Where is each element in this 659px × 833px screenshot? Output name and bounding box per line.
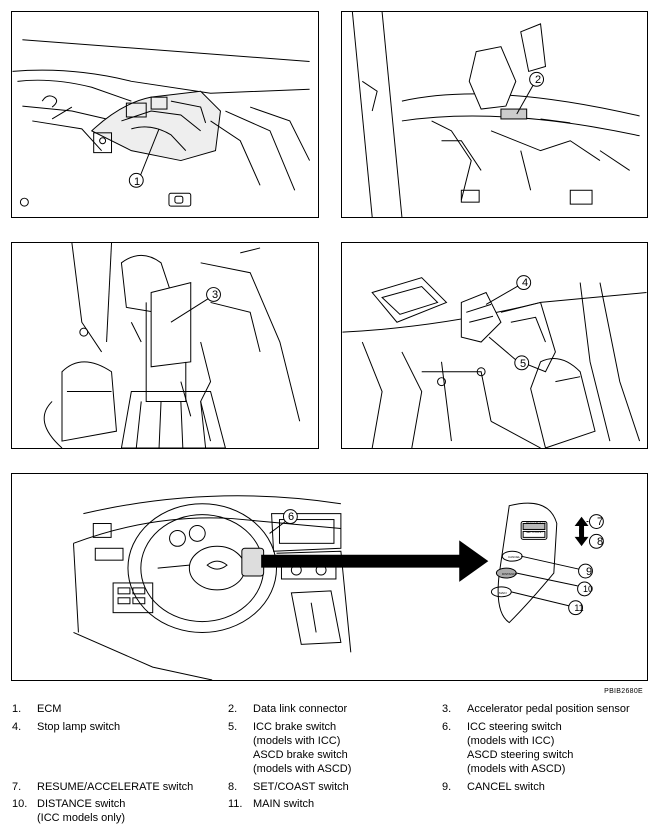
switch-label-cancel: CANCEL — [508, 555, 521, 559]
callout-6: 6 — [287, 511, 295, 523]
legend-item: 7.RESUME/ACCELERATE switch — [12, 781, 194, 793]
callout-7: 7 — [596, 516, 604, 528]
switch-label-main: MAIN — [499, 591, 507, 595]
switch-label-resume: RESUME/ACC — [526, 521, 547, 525]
panel-ecm: 1 — [11, 11, 319, 218]
callout-2: 2 — [534, 74, 542, 86]
switch-label-set: SET/COAST — [526, 530, 544, 534]
brake-switch-illustration — [342, 275, 647, 448]
data-link-connector-illustration — [351, 12, 640, 217]
panel-accelerator-pedal-sensor: 3 — [11, 242, 319, 449]
figure-code: PBIB2680E — [604, 688, 643, 695]
callout-9: 9 — [585, 566, 593, 578]
callout-5: 5 — [519, 358, 527, 370]
legend-item: 2.Data link connector — [228, 703, 348, 715]
callout-10: 10 — [582, 584, 593, 594]
switch-label-distance: DISTANCE — [502, 572, 517, 576]
panel-data-link-connector: 2 — [341, 11, 648, 218]
callout-8: 8 — [596, 536, 604, 548]
legend-item: 11.MAIN switch — [228, 798, 315, 810]
callout-3: 3 — [211, 289, 219, 301]
panel-steering-switch: 6 7 8 9 10 11 RESUME/ACC SET/COAST CANCE… — [11, 473, 648, 681]
legend-item: 5.ICC brake switch (models with ICC) ASC… — [228, 721, 352, 775]
legend-item: 4.Stop lamp switch — [12, 721, 121, 733]
panel-brake-switches: 4 5 — [341, 242, 648, 449]
callout-4: 4 — [521, 277, 529, 289]
callout-11: 11 — [574, 603, 584, 613]
legend-item: 9.CANCEL switch — [442, 781, 545, 793]
legend-item: 3.Accelerator pedal position sensor — [442, 703, 630, 715]
legend-item: 6.ICC steering switch (models with ICC) … — [442, 721, 574, 775]
legend-item: 1.ECM — [12, 703, 62, 715]
accelerator-pedal-illustration — [43, 243, 301, 448]
dashboard-illustration — [72, 495, 604, 680]
legend-item: 8.SET/COAST switch — [228, 781, 349, 793]
legend-item: 10.DISTANCE switch (ICC models only) — [12, 798, 126, 824]
callout-1: 1 — [133, 176, 141, 188]
ecm-illustration — [12, 39, 311, 207]
